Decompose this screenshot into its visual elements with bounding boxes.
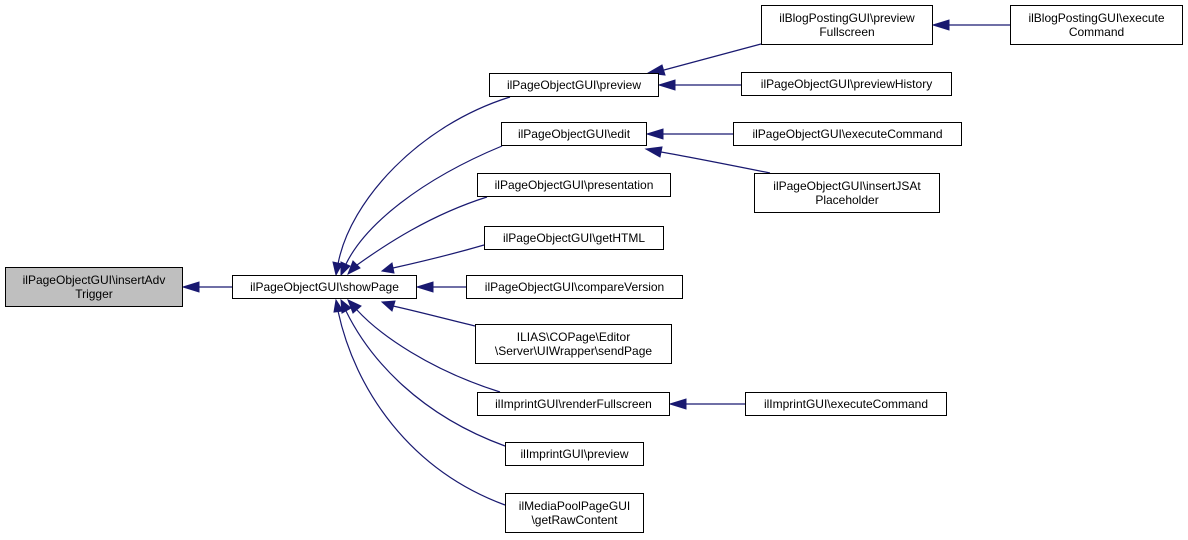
edge-blogExecuteCommand-to-previewFullscreen	[931, 19, 1010, 31]
node-label-line-1: ilImprintGUI\renderFullscreen	[495, 397, 652, 411]
node-gethtml[interactable]: ilPageObjectGUI\getHTML	[484, 226, 664, 250]
edge-preview-to-showPage	[332, 96, 511, 277]
node-label-line-1: ilPageObjectGUI\insertAdv	[22, 273, 166, 287]
edge-sendPage-to-showPage	[380, 300, 476, 327]
node-label-line-1: ilImprintGUI\executeCommand	[763, 397, 929, 411]
node-label-line-1: ilMediaPoolPageGUI	[518, 499, 631, 513]
edge-line	[345, 145, 503, 265]
edge-renderFullscreen-to-showPage	[347, 299, 501, 393]
node-page-executecommand[interactable]: ilPageObjectGUI\executeCommand	[733, 122, 962, 146]
edge-arrowhead	[415, 281, 434, 293]
node-label-line-1: ILIAS\COPage\Editor	[516, 330, 631, 344]
node-label-line-1: ilPageObjectGUI\previewHistory	[760, 77, 933, 91]
edge-getRawContent-to-showPage	[333, 298, 506, 506]
node-label-line-1: ilPageObjectGUI\showPage	[250, 280, 399, 294]
edge-previewFullscreen-to-preview	[646, 43, 762, 76]
node-label-line-1: ilPageObjectGUI\getHTML	[502, 231, 646, 245]
node-showpage[interactable]: ilPageObjectGUI\showPage	[232, 275, 417, 299]
node-label-line-2: Command	[1068, 25, 1125, 39]
edge-arrowhead	[340, 298, 352, 314]
edge-line	[663, 43, 762, 71]
edge-line	[345, 310, 506, 447]
edge-arrowhead	[931, 19, 950, 31]
edge-showPage-to-insertAdvTrigger	[181, 281, 232, 293]
node-getrawcontent[interactable]: ilMediaPoolPageGUI \getRawContent	[505, 493, 644, 533]
edge-arrowhead	[347, 260, 361, 276]
node-presentation[interactable]: ilPageObjectGUI\presentation	[477, 173, 671, 197]
edge-arrowhead	[340, 261, 351, 277]
node-label-line-1: ilPageObjectGUI\edit	[517, 127, 631, 141]
edge-arrowhead	[668, 398, 687, 410]
node-insertadvtrigger: ilPageObjectGUI\insertAdv Trigger	[5, 267, 183, 307]
node-label-line-1: ilPageObjectGUI\executeCommand	[752, 127, 943, 141]
edge-presentation-to-showPage	[347, 196, 488, 276]
edge-edit-to-showPage	[340, 145, 503, 277]
node-blog-executecommand[interactable]: ilBlogPostingGUI\execute Command	[1010, 5, 1183, 45]
node-imprint-executecommand[interactable]: ilImprintGUI\executeCommand	[745, 392, 947, 416]
edge-line	[392, 244, 485, 269]
node-label-line-1: ilPageObjectGUI\presentation	[494, 178, 654, 192]
edge-arrowhead	[333, 298, 344, 313]
edge-line	[392, 305, 476, 327]
node-sendpage[interactable]: ILIAS\COPage\Editor \Server\UIWrapper\se…	[475, 324, 672, 364]
edge-line	[337, 96, 511, 265]
edge-line	[356, 196, 488, 266]
edge-imprintPreview-to-showPage	[340, 298, 506, 447]
edge-arrowhead	[380, 300, 396, 312]
node-label-line-2: \getRawContent	[531, 513, 618, 527]
edge-line	[356, 309, 501, 393]
edge-arrowhead	[380, 262, 395, 274]
node-label-line-2: Trigger	[75, 287, 113, 301]
edge-arrowhead	[645, 128, 664, 140]
node-renderfullscreen[interactable]: ilImprintGUI\renderFullscreen	[477, 392, 670, 416]
node-imprint-preview[interactable]: ilImprintGUI\preview	[505, 442, 644, 466]
edge-arrowhead	[332, 261, 343, 277]
edge-imprintExecuteCommand-to-renderFullscreen	[668, 398, 745, 410]
node-label-line-1: ilPageObjectGUI\compareVersion	[484, 280, 665, 294]
node-insertjsatplaceholder[interactable]: ilPageObjectGUI\insertJSAt Placeholder	[754, 173, 940, 213]
edge-arrowhead	[644, 146, 663, 158]
node-label-line-1: ilBlogPostingGUI\preview	[779, 11, 915, 25]
node-previewhistory[interactable]: ilPageObjectGUI\previewHistory	[741, 72, 952, 96]
edge-compareVersion-to-showPage	[415, 281, 466, 293]
node-compareversion[interactable]: ilPageObjectGUI\compareVersion	[466, 275, 683, 299]
node-label-line-1: ilBlogPostingGUI\execute	[1028, 11, 1165, 25]
edge-line	[660, 151, 771, 174]
edge-getHTML-to-showPage	[380, 244, 485, 274]
edge-arrowhead	[347, 299, 362, 314]
node-previewfullscreen[interactable]: ilBlogPostingGUI\preview Fullscreen	[761, 5, 933, 45]
edge-line	[337, 310, 506, 506]
node-label-line-2: \Server\UIWrapper\sendPage	[494, 344, 653, 358]
node-label-line-1: ilPageObjectGUI\preview	[506, 78, 642, 92]
node-label-line-2: Placeholder	[815, 193, 879, 207]
edge-arrowhead	[657, 79, 676, 91]
edge-insertJSAtPlaceholder-to-edit	[644, 146, 771, 174]
node-label-line-2: Fullscreen	[819, 25, 875, 39]
edge-previewHistory-to-preview	[657, 79, 741, 91]
node-edit[interactable]: ilPageObjectGUI\edit	[501, 122, 647, 146]
edge-arrowhead	[181, 281, 200, 293]
node-label-line-1: ilImprintGUI\preview	[520, 447, 629, 461]
node-label-line-1: ilPageObjectGUI\insertJSAt	[773, 179, 921, 193]
node-preview[interactable]: ilPageObjectGUI\preview	[489, 73, 659, 97]
edge-pageExecuteCommand-to-edit	[645, 128, 733, 140]
